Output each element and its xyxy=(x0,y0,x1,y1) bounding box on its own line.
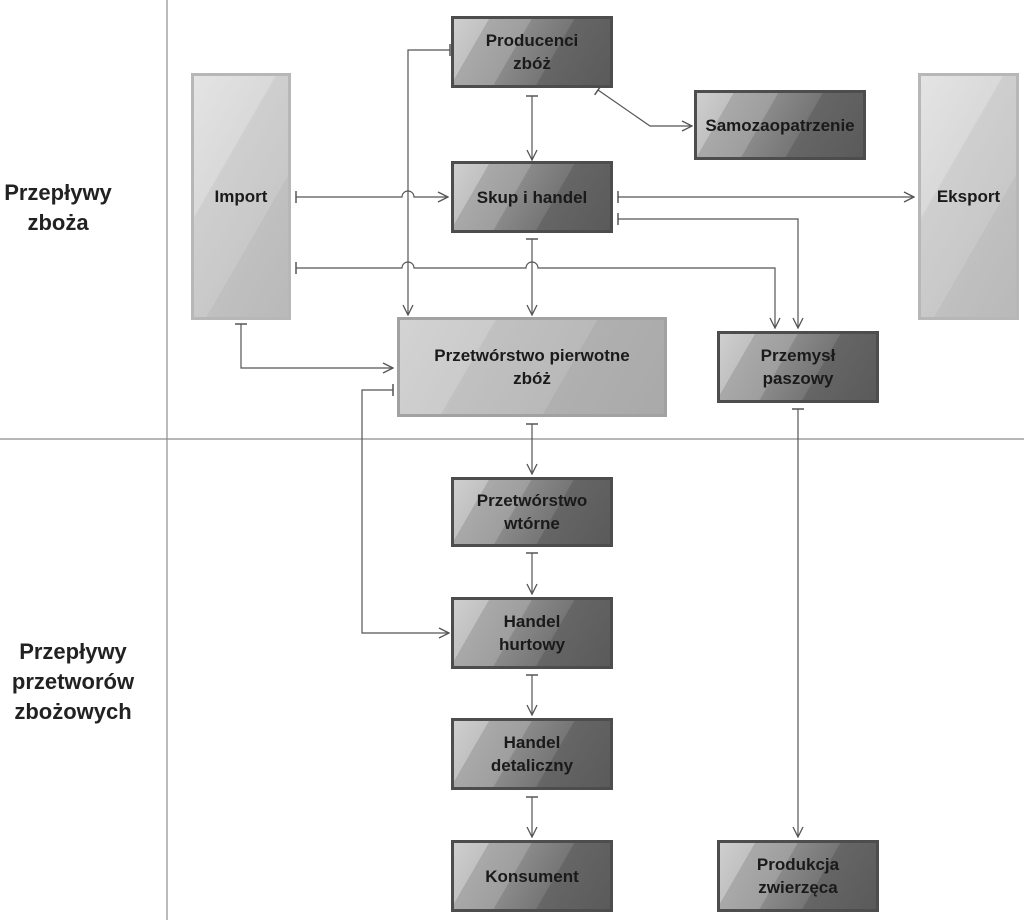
node-label: detaliczny xyxy=(490,756,574,775)
node-konsument[interactable]: Konsument xyxy=(451,840,613,912)
edge-import-przetworstwo xyxy=(241,324,393,368)
node-przetworstwo-wtorne[interactable]: Przetwórstwo wtórne xyxy=(451,477,613,547)
node-producenci-zboz[interactable]: Producenci zbóż xyxy=(451,16,613,88)
lane-label-product-flows: Przepływy przetworów zbożowych xyxy=(0,637,146,727)
node-label: paszowy xyxy=(762,369,834,388)
lane-label-line: Przepływy xyxy=(4,180,112,205)
lane-label-line: zboża xyxy=(27,210,89,235)
node-label: Import xyxy=(214,187,268,206)
node-label: Producenci xyxy=(485,31,579,50)
node-eksport[interactable]: Eksport xyxy=(918,73,1019,320)
edge-przetworstwo-hurtowy xyxy=(361,390,449,633)
node-label: Handel xyxy=(503,733,561,752)
node-label: Przetwórstwo pierwotne xyxy=(434,346,630,365)
node-label: zbóż xyxy=(513,54,551,73)
node-label: Eksport xyxy=(936,187,1001,206)
lane-label-line: Przepływy xyxy=(19,639,127,664)
node-label: zbóż xyxy=(513,369,551,388)
node-label: wtórne xyxy=(504,514,560,533)
edge-import-skup xyxy=(296,190,448,197)
node-label: Samozaopatrzenie xyxy=(705,115,855,135)
node-samozaopatrzenie[interactable]: Samozaopatrzenie xyxy=(694,90,866,160)
node-przemysl-paszowy[interactable]: Przemysł paszowy xyxy=(717,331,879,403)
node-handel-detaliczny[interactable]: Handel detaliczny xyxy=(451,718,613,790)
edge-skup-przemysl xyxy=(618,219,798,328)
node-label: Handel xyxy=(503,612,561,631)
node-import[interactable]: Import xyxy=(191,73,291,320)
node-label: zwierzęca xyxy=(758,878,838,897)
node-label: Przemysł xyxy=(760,346,836,365)
node-label: Produkcja xyxy=(756,855,840,874)
node-przetworstwo-pierwotne[interactable]: Przetwórstwo pierwotne zbóż xyxy=(397,317,667,417)
node-label: Przetwórstwo xyxy=(476,491,588,510)
node-produkcja-zwierzeca[interactable]: Produkcja zwierzęca xyxy=(717,840,879,912)
lane-label-grain-flows: Przepływy zboża xyxy=(0,178,116,238)
node-handel-hurtowy[interactable]: Handel hurtowy xyxy=(451,597,613,669)
node-skup-i-handel[interactable]: Skup i handel xyxy=(451,161,613,233)
node-label: hurtowy xyxy=(498,635,566,654)
lane-label-line: zbożowych xyxy=(14,699,132,724)
node-label: Skup i handel xyxy=(476,187,588,207)
edge-producenci-samozaopatrzenie xyxy=(598,90,692,126)
node-label: Konsument xyxy=(485,866,579,886)
lane-label-line: przetworów xyxy=(11,669,135,694)
edge-producenci-przetworstwo xyxy=(408,50,450,315)
